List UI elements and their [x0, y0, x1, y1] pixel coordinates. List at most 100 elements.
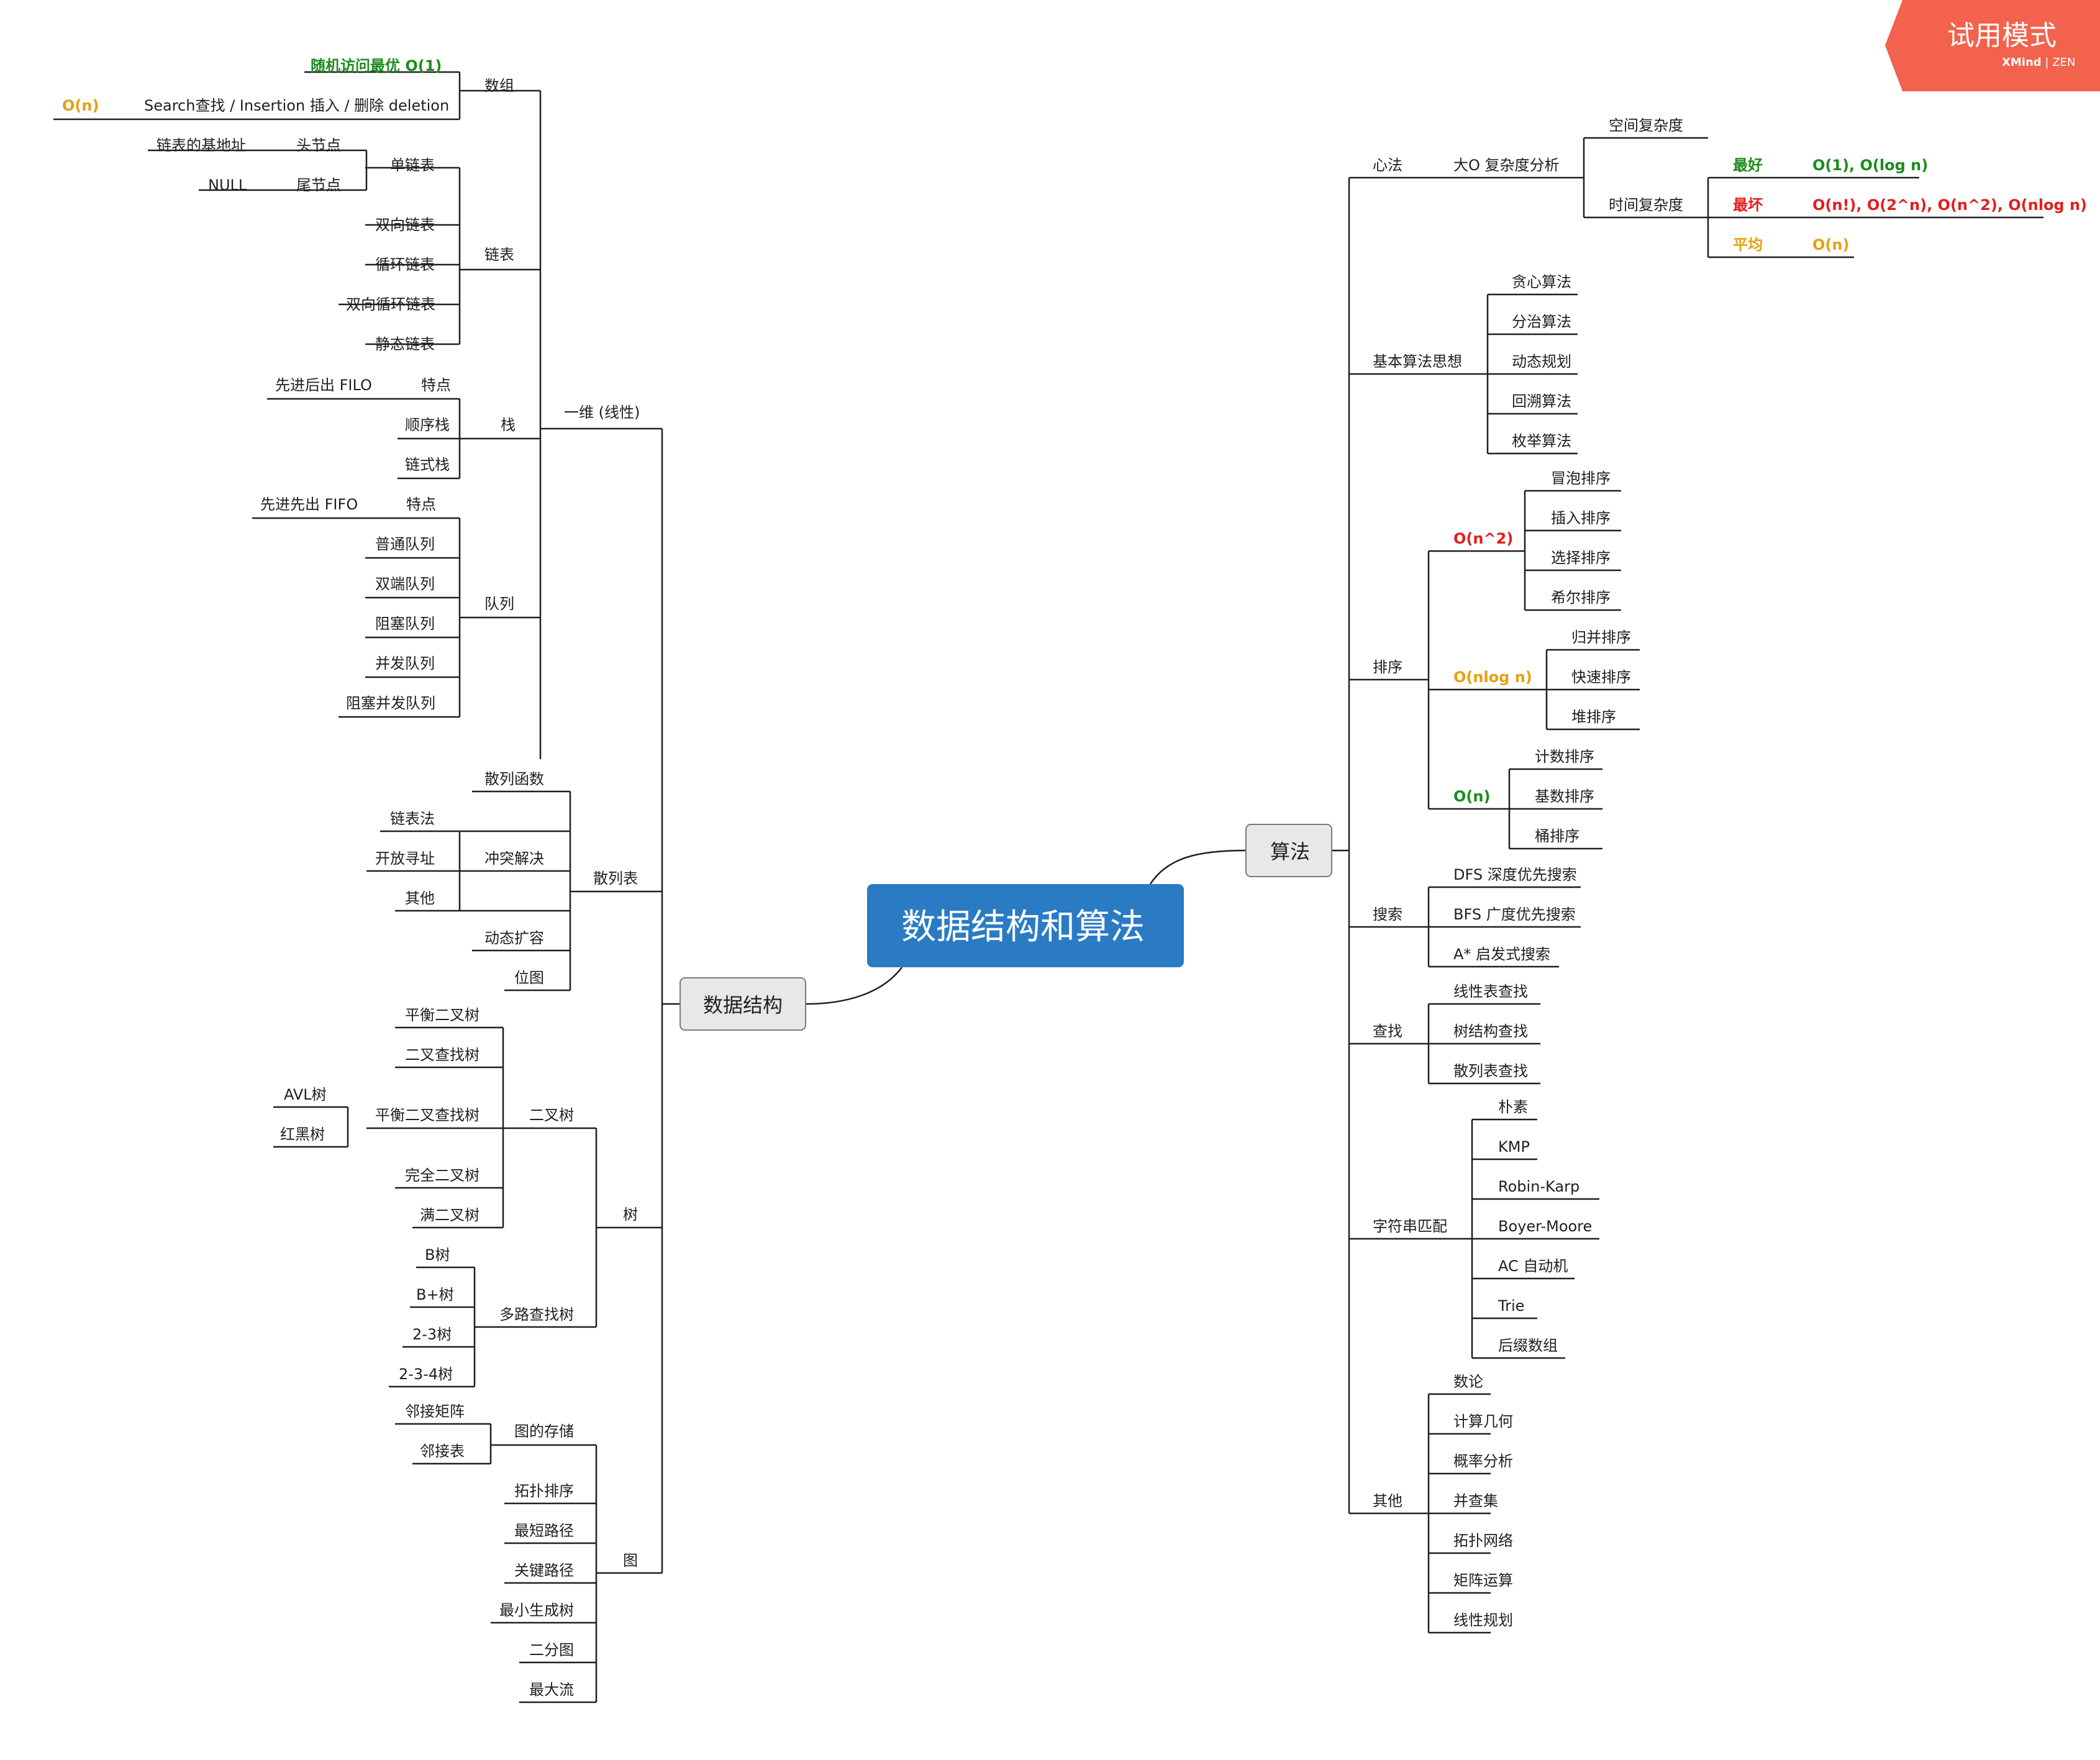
- search-bfs[interactable]: BFS 广度优先搜索: [1453, 906, 1576, 923]
- other-geometry[interactable]: 计算几何: [1453, 1413, 1513, 1430]
- graph-adj-matrix[interactable]: 邻接矩阵: [405, 1403, 465, 1420]
- queue-feature[interactable]: 特点: [406, 496, 436, 513]
- hash-chain[interactable]: 链表法: [390, 810, 435, 828]
- sort-insertion[interactable]: 插入排序: [1551, 509, 1611, 527]
- graph-max-flow[interactable]: 最大流: [529, 1681, 574, 1698]
- stack-sequential[interactable]: 顺序栈: [405, 416, 450, 434]
- sort-quick[interactable]: 快速排序: [1571, 668, 1631, 686]
- tree-23[interactable]: 2-3树: [412, 1326, 452, 1343]
- find-hash[interactable]: 散列表查找: [1453, 1062, 1528, 1080]
- branch-data-structure[interactable]: 数据结构: [680, 977, 806, 1031]
- sort-counting[interactable]: 计数排序: [1535, 748, 1594, 765]
- tree-bst[interactable]: 二叉查找树: [405, 1046, 480, 1064]
- tree-multiway[interactable]: 多路查找树: [499, 1306, 574, 1323]
- sort-selection[interactable]: 选择排序: [1551, 549, 1611, 567]
- tree-binary[interactable]: 二叉树: [529, 1106, 574, 1124]
- hash-resize[interactable]: 动态扩容: [484, 929, 544, 947]
- stack-linked[interactable]: 链式栈: [405, 456, 450, 473]
- string-trie[interactable]: Trie: [1498, 1297, 1525, 1315]
- other-linear-programming[interactable]: 线性规划: [1453, 1612, 1513, 1629]
- find-tree[interactable]: 树结构查找: [1453, 1023, 1528, 1040]
- basic-greedy[interactable]: 贪心算法: [1512, 273, 1571, 291]
- graph-critical-path[interactable]: 关键路径: [514, 1562, 574, 1579]
- graph-topo-sort[interactable]: 拓扑排序: [514, 1482, 574, 1500]
- tree-234[interactable]: 2-3-4树: [399, 1366, 453, 1383]
- string-rabin-karp[interactable]: Robin-Karp: [1498, 1178, 1580, 1195]
- topic-hash-table[interactable]: 散列表: [593, 870, 638, 887]
- topic-head-node[interactable]: 头节点: [296, 137, 341, 154]
- topic-graph[interactable]: 图: [623, 1552, 638, 1569]
- find-linear[interactable]: 线性表查找: [1453, 983, 1528, 1000]
- array-random-access[interactable]: 随机访问最优 O(1): [311, 57, 442, 75]
- queue-concurrent[interactable]: 并发队列: [375, 655, 435, 672]
- graph-mst[interactable]: 最小生成树: [499, 1602, 574, 1619]
- topic-linked-list[interactable]: 链表: [484, 246, 514, 263]
- tree-red-black[interactable]: 红黑树: [280, 1126, 325, 1143]
- hash-open-address[interactable]: 开放寻址: [375, 850, 435, 867]
- topic-basic-ideas[interactable]: 基本算法思想: [1373, 353, 1462, 370]
- queue-blocking[interactable]: 阻塞队列: [375, 615, 435, 632]
- time-worst[interactable]: 最坏: [1733, 196, 1763, 214]
- topic-string-matching[interactable]: 字符串匹配: [1373, 1218, 1447, 1235]
- basic-divide-conquer[interactable]: 分治算法: [1512, 313, 1571, 331]
- hash-other[interactable]: 其他: [405, 890, 435, 907]
- sort-n2[interactable]: O(n^2): [1453, 530, 1514, 547]
- graph-adj-list[interactable]: 邻接表: [420, 1443, 465, 1460]
- basic-enumeration[interactable]: 枚举算法: [1512, 432, 1571, 450]
- search-astar[interactable]: A* 启发式搜索: [1453, 946, 1551, 963]
- topic-singly-linked[interactable]: 单链表: [390, 157, 435, 174]
- array-operations-cost[interactable]: O(n): [62, 97, 99, 114]
- queue-feature-desc[interactable]: 先进先出 FIFO: [260, 496, 358, 513]
- topic-stack[interactable]: 栈: [501, 416, 516, 434]
- topic-search[interactable]: 搜索: [1373, 906, 1402, 923]
- hash-conflict[interactable]: 冲突解决: [484, 850, 544, 867]
- topic-find[interactable]: 查找: [1373, 1023, 1402, 1040]
- branch-algorithm[interactable]: 算法: [1245, 824, 1332, 877]
- topic-sort[interactable]: 排序: [1373, 659, 1402, 676]
- sort-bucket[interactable]: 桶排序: [1535, 828, 1580, 845]
- basic-dynamic-programming[interactable]: 动态规划: [1512, 353, 1571, 370]
- topic-queue[interactable]: 队列: [484, 595, 514, 613]
- graph-shortest-path[interactable]: 最短路径: [514, 1522, 574, 1539]
- basic-backtracking[interactable]: 回溯算法: [1512, 393, 1571, 410]
- time-average-value[interactable]: O(n): [1812, 236, 1850, 253]
- tail-node-desc[interactable]: NULL: [208, 176, 247, 194]
- sort-merge[interactable]: 归并排序: [1571, 629, 1631, 646]
- search-dfs[interactable]: DFS 深度优先搜索: [1453, 866, 1577, 883]
- sort-bubble[interactable]: 冒泡排序: [1551, 470, 1611, 487]
- central-topic[interactable]: 数据结构和算法: [867, 884, 1184, 967]
- topic-array[interactable]: 数组: [484, 77, 514, 94]
- string-suffix-array[interactable]: 后缀数组: [1498, 1337, 1558, 1354]
- topic-space-complexity[interactable]: 空间复杂度: [1609, 117, 1683, 134]
- tree-complete-binary[interactable]: 完全二叉树: [405, 1167, 480, 1184]
- other-union-find[interactable]: 并查集: [1453, 1492, 1498, 1510]
- topic-doubly-linked[interactable]: 双向链表: [375, 216, 435, 234]
- tree-avl[interactable]: AVL树: [284, 1086, 327, 1103]
- topic-doubly-circular-linked[interactable]: 双向循环链表: [346, 296, 435, 313]
- time-best[interactable]: 最好: [1733, 157, 1763, 174]
- queue-deque[interactable]: 双端队列: [375, 575, 435, 593]
- sort-heap[interactable]: 堆排序: [1571, 708, 1616, 726]
- head-node-desc[interactable]: 链表的基地址: [157, 137, 246, 154]
- topic-circular-linked[interactable]: 循环链表: [375, 256, 435, 273]
- topic-time-complexity[interactable]: 时间复杂度: [1609, 196, 1683, 214]
- time-best-value[interactable]: O(1), O(log n): [1812, 157, 1929, 174]
- queue-blocking-concurrent[interactable]: 阻塞并发队列: [346, 695, 435, 712]
- queue-normal[interactable]: 普通队列: [375, 536, 435, 553]
- topic-bigo[interactable]: 大O 复杂度分析: [1453, 157, 1560, 174]
- time-worst-value[interactable]: O(n!), O(2^n), O(n^2), O(nlog n): [1812, 196, 2088, 214]
- string-ac-automaton[interactable]: AC 自动机: [1498, 1257, 1568, 1275]
- string-boyer-moore[interactable]: Boyer-Moore: [1498, 1218, 1593, 1235]
- topic-static-linked[interactable]: 静态链表: [375, 335, 435, 353]
- topic-mind[interactable]: 心法: [1373, 157, 1402, 174]
- stack-feature-desc[interactable]: 先进后出 FILO: [275, 376, 372, 394]
- tree-b[interactable]: B树: [425, 1246, 450, 1264]
- tree-full-binary[interactable]: 满二叉树: [420, 1206, 480, 1224]
- graph-bipartite[interactable]: 二分图: [529, 1641, 574, 1659]
- sort-n[interactable]: O(n): [1453, 788, 1491, 805]
- sort-radix[interactable]: 基数排序: [1535, 788, 1594, 805]
- hash-function[interactable]: 散列函数: [484, 770, 544, 788]
- stack-feature[interactable]: 特点: [421, 376, 451, 394]
- string-kmp[interactable]: KMP: [1498, 1138, 1530, 1156]
- array-operations[interactable]: Search查找 / Insertion 插入 / 删除 deletion: [144, 97, 450, 114]
